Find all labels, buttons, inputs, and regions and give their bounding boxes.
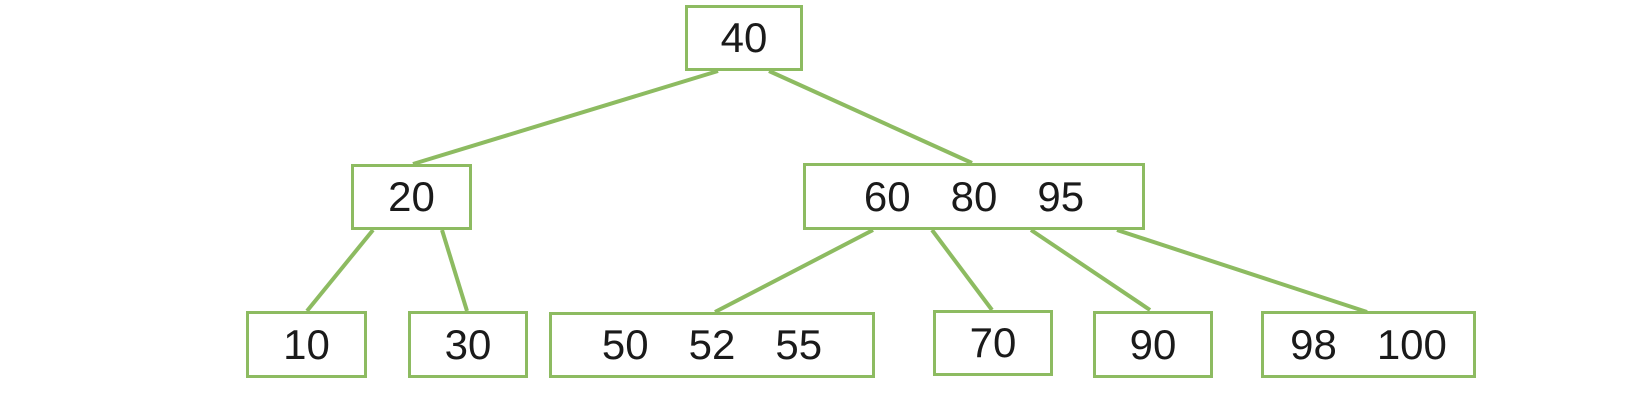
node-key: 100 bbox=[1376, 320, 1447, 368]
tree-edge bbox=[1116, 228, 1368, 314]
tree-edge bbox=[440, 229, 469, 312]
node-key: 40 bbox=[720, 14, 768, 61]
tree-edge bbox=[305, 228, 375, 313]
tree-node-30: 30 bbox=[408, 311, 528, 378]
node-key: 80 bbox=[950, 172, 998, 220]
node-key: 10 bbox=[283, 320, 330, 368]
node-key: 30 bbox=[444, 320, 492, 368]
tree-node-50-52-55: 50 52 55 bbox=[549, 312, 875, 378]
node-key: 52 bbox=[688, 321, 736, 368]
tree-node-70: 70 bbox=[933, 310, 1053, 376]
tree-edge bbox=[714, 228, 874, 314]
node-key: 60 bbox=[863, 172, 911, 220]
tree-node-10: 10 bbox=[246, 311, 367, 378]
node-key: 55 bbox=[775, 321, 823, 368]
tree-edge bbox=[412, 69, 719, 166]
node-key: 98 bbox=[1290, 320, 1337, 368]
tree-node-98-100: 98 100 bbox=[1261, 311, 1476, 378]
node-key: 20 bbox=[388, 173, 435, 220]
tree-edge bbox=[768, 69, 973, 165]
node-key: 50 bbox=[601, 321, 649, 368]
tree-edge bbox=[930, 228, 994, 312]
tree-node-40: 40 bbox=[685, 5, 803, 71]
tree-node-60-80-95: 60 80 95 bbox=[803, 163, 1145, 230]
tree-node-90: 90 bbox=[1093, 311, 1213, 378]
node-key: 90 bbox=[1129, 320, 1177, 368]
tree-node-20: 20 bbox=[351, 164, 472, 230]
node-key: 70 bbox=[969, 319, 1017, 366]
node-key: 95 bbox=[1037, 172, 1085, 220]
tree-edge bbox=[1029, 228, 1152, 312]
